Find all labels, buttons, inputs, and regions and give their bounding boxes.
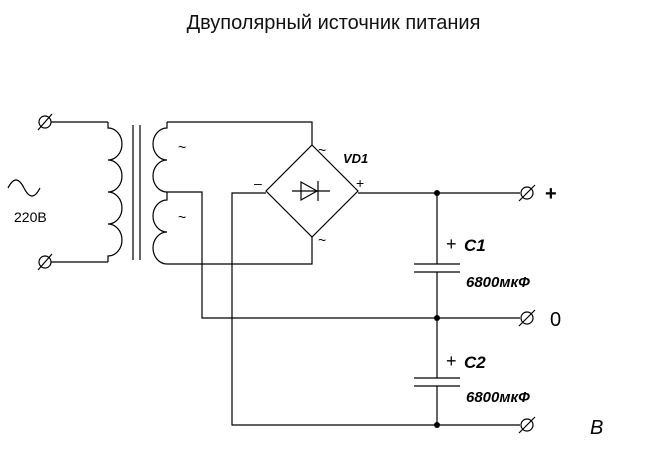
wire-negative-rail [231,192,520,426]
bridge-plus-label: + [356,175,364,191]
bridge-ac-label-top: ~ [318,142,326,158]
secondary-winding-bottom [152,192,168,265]
diagram-title: Двуполярный источник питания [186,12,481,34]
c1-polarity-label: + [446,234,457,254]
junction-middle [434,315,440,321]
wire-secondary-top [167,121,313,145]
output-negative-label: В [590,417,603,439]
junction-bottom [434,422,440,428]
output-zero-label: 0 [550,309,561,331]
c2-value-label: 6800мкФ [466,389,530,406]
wire-center-tap [167,191,437,319]
bridge-minus-label: – [254,175,262,191]
secondary-ac-label-bottom: ~ [178,209,186,225]
wire-secondary-bottom [167,237,313,265]
input-terminal-bottom [37,253,53,271]
output-terminal-zero [518,309,536,327]
c1-ref-label: C1 [464,236,486,255]
output-terminal-positive [518,184,536,202]
capacitor-c1 [414,263,460,273]
bridge-ac-label-bottom: ~ [318,232,326,248]
c1-value-label: 6800мкФ [466,274,530,291]
secondary-winding-top [152,122,168,193]
c2-ref-label: C2 [464,353,486,372]
c2-polarity-label: + [446,351,457,371]
capacitor-c2 [414,377,460,387]
junction-top [434,190,440,196]
ac-sine-icon [7,179,41,197]
secondary-ac-label-top: ~ [178,139,186,155]
bridge-ref-label: VD1 [343,151,368,166]
output-positive-label: + [545,183,557,205]
output-terminal-negative [518,416,536,434]
input-terminal-top [37,113,53,131]
primary-winding [107,122,123,262]
diode-bridge [265,144,359,238]
input-voltage-label: 220В [14,209,47,225]
